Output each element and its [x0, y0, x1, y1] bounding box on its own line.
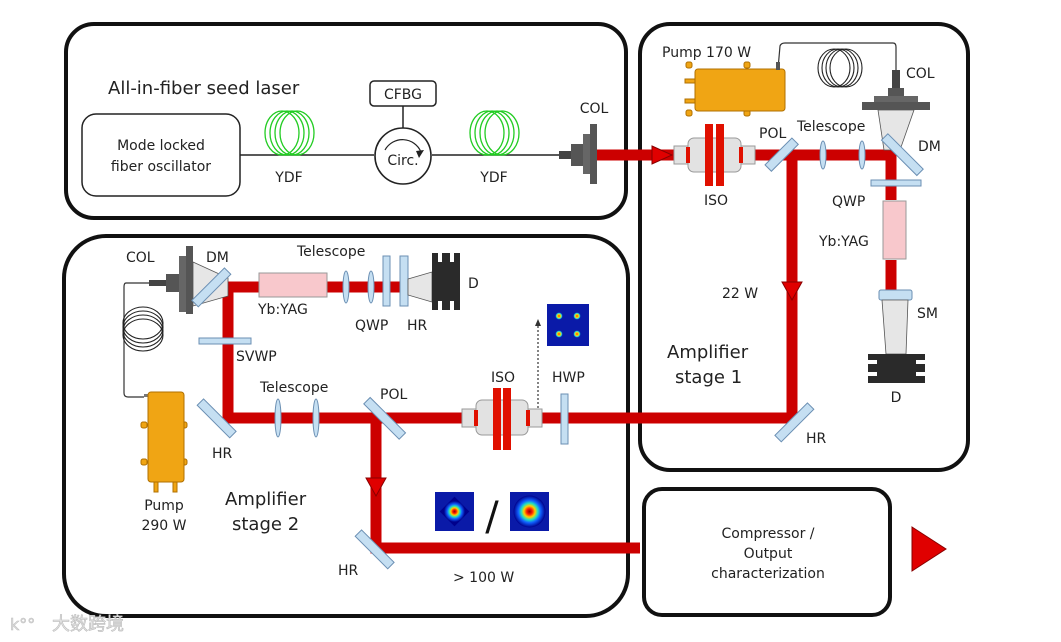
beam-arrow-icon	[365, 477, 387, 498]
amp2-title-1: Amplifier	[225, 489, 307, 510]
amp2-hr-left-label: HR	[212, 446, 233, 462]
amp2-dm-label: DM	[206, 250, 229, 266]
amp1-title-2: stage 1	[675, 367, 742, 388]
output-power-label: > 100 W	[453, 570, 514, 586]
fiber-coil-icon	[817, 48, 863, 88]
beam-cone	[881, 299, 909, 355]
oscillator-label-2: fiber oscillator	[111, 159, 211, 175]
beam-profile-donut-image	[547, 304, 589, 346]
amplifier-stage2-box	[62, 234, 630, 618]
beam-dump-icon	[868, 354, 925, 383]
pump1-fiber	[777, 42, 897, 70]
svwp-plate-icon	[198, 337, 252, 345]
beam-dump-icon	[432, 253, 460, 310]
pump-diode-icon	[684, 61, 786, 117]
pump2-label-1: Pump	[144, 498, 184, 514]
collimator-icon	[559, 124, 597, 184]
cfbg-label: CFBG	[384, 87, 422, 103]
beam-arrow-icon	[651, 145, 674, 165]
compressor-label-2: Output	[744, 546, 793, 562]
telescope-lens-icon	[858, 140, 866, 170]
circulator-icon	[374, 127, 432, 185]
polarizer-icon	[363, 396, 407, 440]
oscillator-label-1: Mode locked	[117, 138, 205, 154]
profile-separator: /	[485, 494, 499, 540]
isolator-icon	[461, 388, 543, 450]
yb-yag-crystal-icon	[258, 272, 328, 298]
amp2-hr-bottom-label: HR	[338, 563, 359, 579]
oscillator-box	[81, 113, 241, 197]
amp2-title-2: stage 2	[232, 514, 299, 535]
quarter-wave-plate-icon	[382, 255, 391, 307]
amp2-hwp-label: HWP	[552, 370, 585, 386]
pump-diode-icon	[140, 391, 188, 493]
amp1-sm-label: SM	[917, 306, 938, 322]
amp2-svwp-label: SVWP	[236, 349, 277, 365]
beam-stage2-loop	[222, 281, 632, 424]
beam-profile-square-image	[435, 492, 474, 531]
quarter-wave-plate-icon	[870, 179, 922, 187]
amp2-col-label: COL	[126, 250, 155, 266]
compressor-label-3: characterization	[711, 566, 825, 582]
amp1-dump-label: D	[891, 390, 902, 406]
amp1-qwp-label: QWP	[832, 194, 865, 210]
circulator-label: Circ.	[387, 153, 418, 169]
amp1-power-label: 22 W	[722, 286, 758, 302]
ydf-coil-icon	[264, 110, 315, 156]
seed-title: All-in-fiber seed laser	[108, 78, 300, 99]
arrow-up-icon	[535, 319, 541, 326]
amp1-pol-label: POL	[759, 126, 786, 142]
ydf1-label: YDF	[274, 170, 302, 186]
amp2-pol-label: POL	[380, 387, 407, 403]
amplifier-stage1-box	[638, 22, 970, 472]
ydf-coil-icon	[469, 110, 520, 156]
telescope-lens-icon	[312, 398, 320, 438]
amp1-iso-label: ISO	[704, 193, 728, 209]
amp2-qwp-label: QWP	[355, 318, 388, 334]
amp2-hr-top-label: HR	[407, 318, 428, 334]
pump2-label-2: 290 W	[141, 518, 186, 534]
amp1-crystal-label: Yb:YAG	[818, 234, 869, 250]
compressor-box	[642, 487, 892, 617]
output-arrow-icon	[911, 526, 947, 572]
hr-mirror-icon	[354, 529, 395, 570]
amp2-telescope-bottom-label: Telescope	[259, 380, 328, 396]
dichroic-mirror-icon	[880, 133, 924, 177]
circulator-arrow-icon	[384, 139, 422, 153]
pump1-label: Pump 170 W	[662, 45, 751, 61]
amp1-dm-label: DM	[918, 139, 941, 155]
hr-mirror-icon	[774, 402, 815, 443]
hr-mirror-icon	[399, 255, 409, 307]
amp2-iso-label: ISO	[491, 370, 515, 386]
amp1-title-1: Amplifier	[667, 342, 749, 363]
isolator-icon	[673, 124, 756, 186]
amp1-hr-label: HR	[806, 431, 827, 447]
half-wave-plate-icon	[560, 393, 569, 445]
amp2-dump-label: D	[468, 276, 479, 292]
fiber-coil-icon	[122, 306, 164, 352]
amp1-col-label: COL	[906, 66, 935, 82]
telescope-lens-icon	[274, 398, 282, 438]
cfbg-box	[369, 80, 437, 107]
dichroic-mirror-icon	[191, 267, 232, 308]
telescope-lens-icon	[367, 270, 375, 304]
polarizer-icon	[764, 137, 799, 172]
hr-mirror-icon	[196, 398, 237, 439]
watermark-logo-icon: k°°	[10, 615, 35, 634]
beam-arrow-icon	[781, 281, 803, 302]
watermark: 大数跨境	[52, 614, 124, 635]
telescope-lens-icon	[342, 270, 350, 304]
seed-col-label: COL	[580, 101, 609, 117]
telescope-lens-icon	[819, 140, 827, 170]
spherical-mirror-icon	[878, 289, 913, 301]
yb-yag-crystal-icon	[882, 200, 907, 260]
amp2-telescope-top-label: Telescope	[296, 244, 365, 260]
ydf2-label: YDF	[479, 170, 507, 186]
amp2-crystal-label: Yb:YAG	[257, 302, 308, 318]
compressor-label-1: Compressor /	[721, 526, 814, 542]
amp1-telescope-label: Telescope	[796, 119, 865, 135]
beam-profile-round-image	[510, 492, 549, 531]
